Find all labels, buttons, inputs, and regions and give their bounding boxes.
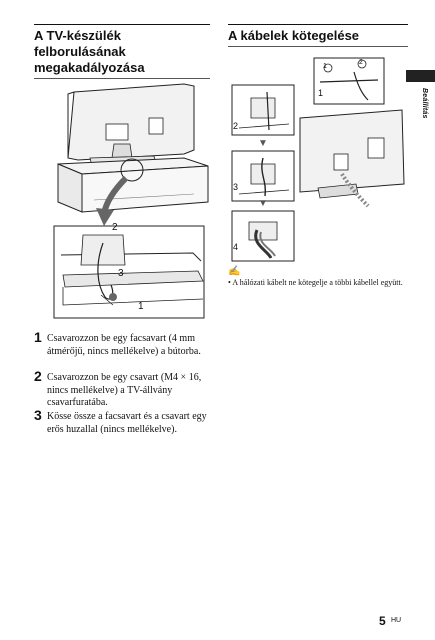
left-label-2: 2	[112, 222, 118, 233]
step-3-text: Kösse össze a facsavart és a csavart egy…	[47, 411, 207, 435]
arrow-down-icon: ▼	[258, 198, 268, 209]
cable-step-2-illustration	[231, 150, 295, 202]
left-section-heading: A TV-készülék felborulásának megakadályo…	[34, 28, 145, 76]
step-2-number: 2	[34, 368, 42, 384]
left-heading-line-3: megakadályozása	[34, 60, 145, 75]
tv-on-cabinet-illustration	[57, 83, 209, 226]
left-heading-line-2: felborulásának	[34, 44, 126, 59]
step-1: 1 Csavarozzon be egy facsavart (4 mm átm…	[34, 329, 214, 358]
right-step-label-3: 3	[233, 182, 239, 192]
left-heading-line-1: A TV-készülék	[34, 28, 121, 43]
step-1-text: Csavarozzon be egy facsavart (4 mm átmér…	[47, 333, 201, 357]
cable-note: • A hálózati kábelt ne kötegelje a többi…	[228, 278, 403, 287]
cable-step-3-illustration	[231, 210, 295, 262]
step-2-text: Csavarozzon be egy csavart (M4 × 16, nin…	[47, 372, 202, 408]
right-main-label-1a: 1	[323, 63, 327, 70]
page-language-code: HU	[391, 617, 402, 624]
cable-step-1-illustration	[231, 84, 295, 136]
right-main-label-1b: 1	[318, 88, 324, 98]
left-heading-rule	[34, 24, 210, 25]
note-pencil-icon: ✍	[228, 266, 241, 277]
right-heading-bottom-rule	[228, 46, 408, 47]
step-3: 3 Kösse össze a facsavart és a csavart e…	[34, 407, 214, 436]
cable-bundling-illustration	[299, 57, 405, 208]
sidebar-tab	[406, 70, 435, 82]
left-label-3: 3	[118, 268, 124, 279]
sidebar-section-label: Beállítás	[421, 88, 428, 119]
right-step-label-4: 4	[233, 242, 239, 252]
left-heading-bottom-rule	[34, 78, 210, 79]
page-number: 5	[379, 614, 386, 628]
arrow-down-icon: ▼	[258, 138, 268, 149]
step-2: 2 Csavarozzon be egy csavart (M4 × 16, n…	[34, 368, 214, 410]
right-step-label-2: 2	[233, 121, 239, 131]
stand-screw-detail-illustration	[53, 225, 205, 319]
left-label-1: 1	[138, 301, 144, 312]
right-section-heading: A kábelek kötegelése	[228, 28, 360, 43]
right-heading-rule	[228, 24, 408, 25]
step-3-number: 3	[34, 407, 42, 423]
step-1-number: 1	[34, 329, 42, 345]
right-main-label-2: 2	[359, 59, 363, 66]
